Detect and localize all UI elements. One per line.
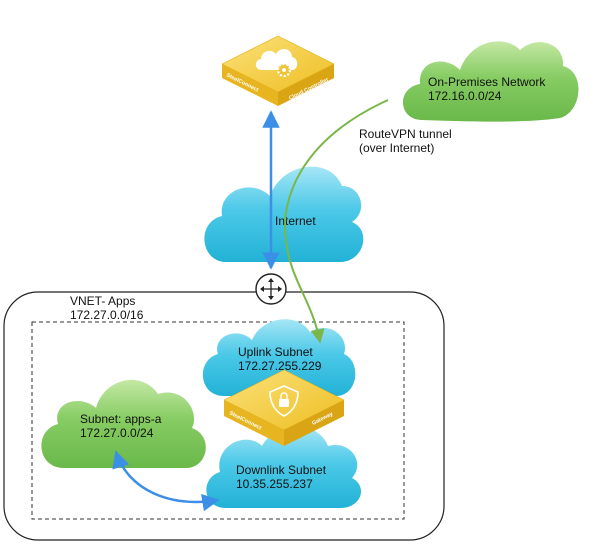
vnet-cidr: 172.27.0.0/16	[70, 308, 144, 322]
uplink-name: Uplink Subnet	[238, 345, 313, 359]
routevpn-tunnel-link	[284, 99, 389, 344]
downlink-cidr: 10.35.255.237	[236, 477, 313, 491]
subnet-apps-a-name: Subnet: apps-a	[80, 412, 162, 426]
downlink-subnet-cloud: Downlink Subnet 10.35.255.237	[206, 426, 362, 508]
subnet-group-dashed	[31, 321, 405, 520]
cloud-controller-appliance: SteelConnect Cloud Controller	[221, 35, 335, 106]
subnet-apps-a-cloud: Subnet: apps-a 172.27.0.0/24	[41, 379, 206, 468]
uplink-cidr: 172.27.255.229	[238, 359, 322, 373]
shield-lock-icon	[269, 385, 299, 417]
cloud-icon	[206, 426, 362, 508]
onprem-cidr: 172.16.0.0/24	[428, 89, 502, 103]
router-icon	[255, 273, 287, 305]
vnet-container	[3, 291, 445, 541]
gear-icon	[276, 62, 292, 78]
internet-label: Internet	[275, 214, 316, 228]
internet-cloud: Internet	[204, 166, 364, 262]
cloud-icon	[41, 379, 206, 468]
cloud-icon	[204, 166, 364, 262]
subnet-downlink-link	[112, 450, 220, 512]
vnet-name: VNET- Apps	[70, 294, 135, 308]
subnet-apps-a-cidr: 172.27.0.0/24	[80, 426, 154, 440]
tunnel-label-line2: (over Internet)	[359, 141, 434, 155]
downlink-name: Downlink Subnet	[236, 463, 327, 477]
tunnel-label-line1: RouteVPN tunnel	[359, 127, 452, 141]
onprem-name: On-Premises Network	[428, 75, 546, 89]
gateway-appliance: SteelConnect Gateway	[223, 369, 345, 446]
cloud-icon	[402, 41, 579, 122]
onprem-cloud: On-Premises Network 172.16.0.0/24	[402, 41, 579, 122]
